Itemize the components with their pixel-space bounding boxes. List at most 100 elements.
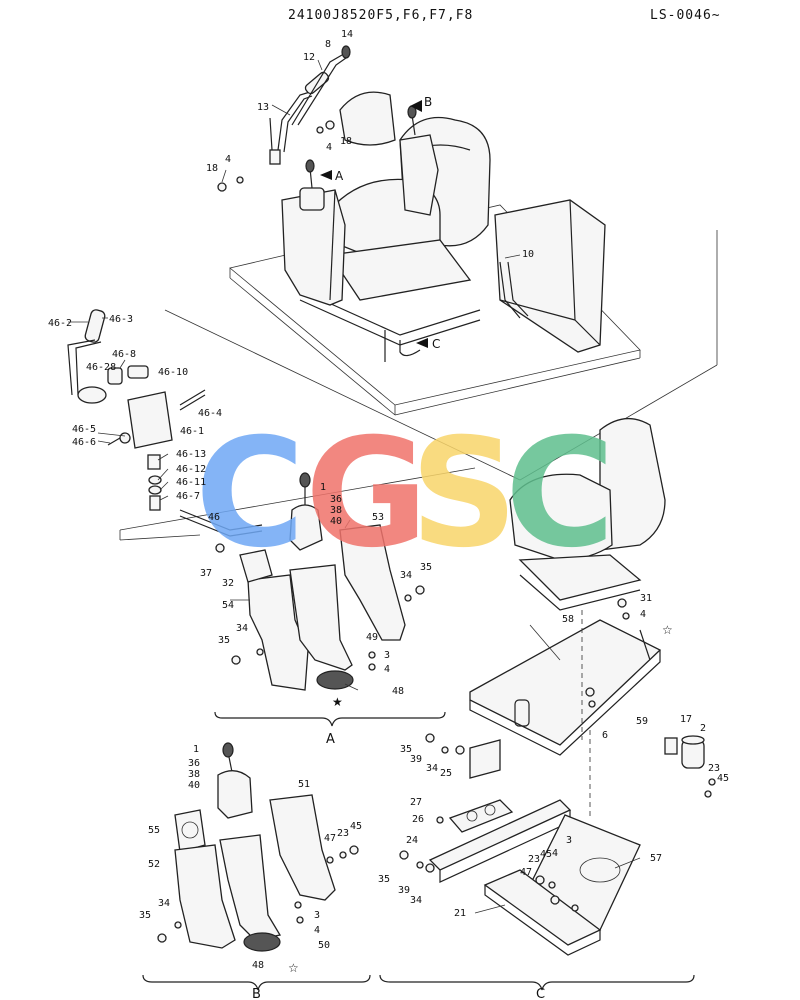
- callout: 47: [520, 867, 532, 878]
- filled-star-symbol: ★: [332, 695, 343, 709]
- callout: 14: [341, 29, 353, 40]
- callout: 46-5: [72, 424, 96, 435]
- callout: 12: [303, 52, 315, 63]
- callout: 4: [552, 848, 558, 859]
- watermark-letter: G: [305, 407, 428, 581]
- callout: 18: [206, 163, 218, 174]
- callout: 47: [324, 833, 336, 844]
- callout: 1: [320, 482, 326, 493]
- callout: 57: [650, 853, 662, 864]
- callout: 24: [406, 835, 418, 846]
- callout: 45: [350, 821, 362, 832]
- callout: 35: [139, 910, 151, 921]
- callout: 10: [522, 249, 534, 260]
- callout: 36: [330, 494, 342, 505]
- callout: 6: [602, 730, 608, 741]
- callout: 46-1: [180, 426, 204, 437]
- callout: 37: [200, 568, 212, 579]
- callout: 45: [540, 849, 552, 860]
- callout: 58: [562, 614, 574, 625]
- callout: 51: [298, 779, 310, 790]
- open-star-symbol-b: ☆: [288, 961, 299, 975]
- callout: 46-3: [109, 314, 133, 325]
- watermark-letter: S: [410, 407, 518, 581]
- rear-console: [494, 199, 606, 353]
- callout: 54: [222, 600, 234, 611]
- callout: 38: [188, 769, 200, 780]
- callout: 34: [410, 895, 422, 906]
- callout: 35: [400, 744, 412, 755]
- callout: 40: [330, 516, 342, 527]
- callout: 59: [636, 716, 648, 727]
- view-marker-b: B: [410, 95, 432, 112]
- view-marker-c: C: [416, 337, 440, 351]
- callout: 34: [158, 898, 170, 909]
- callout: 48: [252, 960, 264, 971]
- callout: 34: [236, 623, 248, 634]
- callout: 35: [420, 562, 432, 573]
- callout: 52: [148, 859, 160, 870]
- callout: 46-12: [176, 464, 206, 475]
- section-c-parts: [399, 733, 641, 956]
- headrest: [339, 91, 396, 146]
- section-a-parts: [215, 472, 425, 691]
- callout: 3: [314, 910, 320, 921]
- callout: 4: [314, 925, 320, 936]
- callout: 46-8: [112, 349, 136, 360]
- section-a-brace: A: [214, 711, 446, 747]
- callout: 31: [640, 593, 652, 604]
- callout: 18: [340, 136, 352, 147]
- callout: 40: [188, 780, 200, 791]
- svg-text:B: B: [424, 95, 432, 109]
- callout: 4: [640, 609, 646, 620]
- callout: 4: [384, 664, 390, 675]
- callout: 34: [426, 763, 438, 774]
- callout: 36: [188, 758, 200, 769]
- open-star-symbol-right: ☆: [662, 623, 673, 637]
- callout: 53: [372, 512, 384, 523]
- callout: 48: [392, 686, 404, 697]
- callout: 27: [410, 797, 422, 808]
- callout: 25: [440, 768, 452, 779]
- callout: 49: [366, 632, 378, 643]
- callout: 46-28: [86, 362, 116, 373]
- callout: 55: [148, 825, 160, 836]
- watermark-letter: C: [505, 407, 615, 581]
- callout: 45: [717, 773, 729, 784]
- callout: 4: [326, 142, 332, 153]
- serial-number: LS-0046~: [650, 8, 721, 23]
- callout: 1: [193, 744, 199, 755]
- callout: 21: [454, 908, 466, 919]
- section-c-brace: C: [379, 974, 695, 1000]
- callout: 35: [378, 874, 390, 885]
- seat-base: [328, 239, 472, 301]
- callout: 8: [325, 39, 331, 50]
- svg-text:A: A: [335, 169, 344, 183]
- callout: 46-7: [176, 491, 200, 502]
- part-number-title: 24100J8520F5,F6,F7,F8: [288, 8, 474, 23]
- callout: 46-11: [176, 477, 206, 488]
- callout: 46-10: [158, 367, 188, 378]
- callout: 26: [412, 814, 424, 825]
- callout: 46-2: [48, 318, 72, 329]
- cgsc-watermark: C G S C: [195, 407, 615, 581]
- leader-lines: [68, 317, 641, 914]
- callout: 23: [337, 828, 349, 839]
- svg-text:C: C: [432, 337, 440, 351]
- section-b-parts: [157, 742, 359, 952]
- section-b-brace: B: [142, 974, 371, 1000]
- callout: 46-13: [176, 449, 206, 460]
- svg-text:B: B: [252, 987, 261, 1000]
- callout: 17: [680, 714, 692, 725]
- callout: 3: [566, 835, 572, 846]
- svg-text:C: C: [536, 987, 545, 1000]
- watermark-letter: C: [195, 407, 305, 581]
- callout: 3: [384, 650, 390, 661]
- callout: 32: [222, 578, 234, 589]
- callout: 46-6: [72, 437, 96, 448]
- callout: 13: [257, 102, 269, 113]
- callout: 50: [318, 940, 330, 951]
- seat-back-right: [599, 418, 666, 551]
- lever-subassembly: [67, 309, 263, 537]
